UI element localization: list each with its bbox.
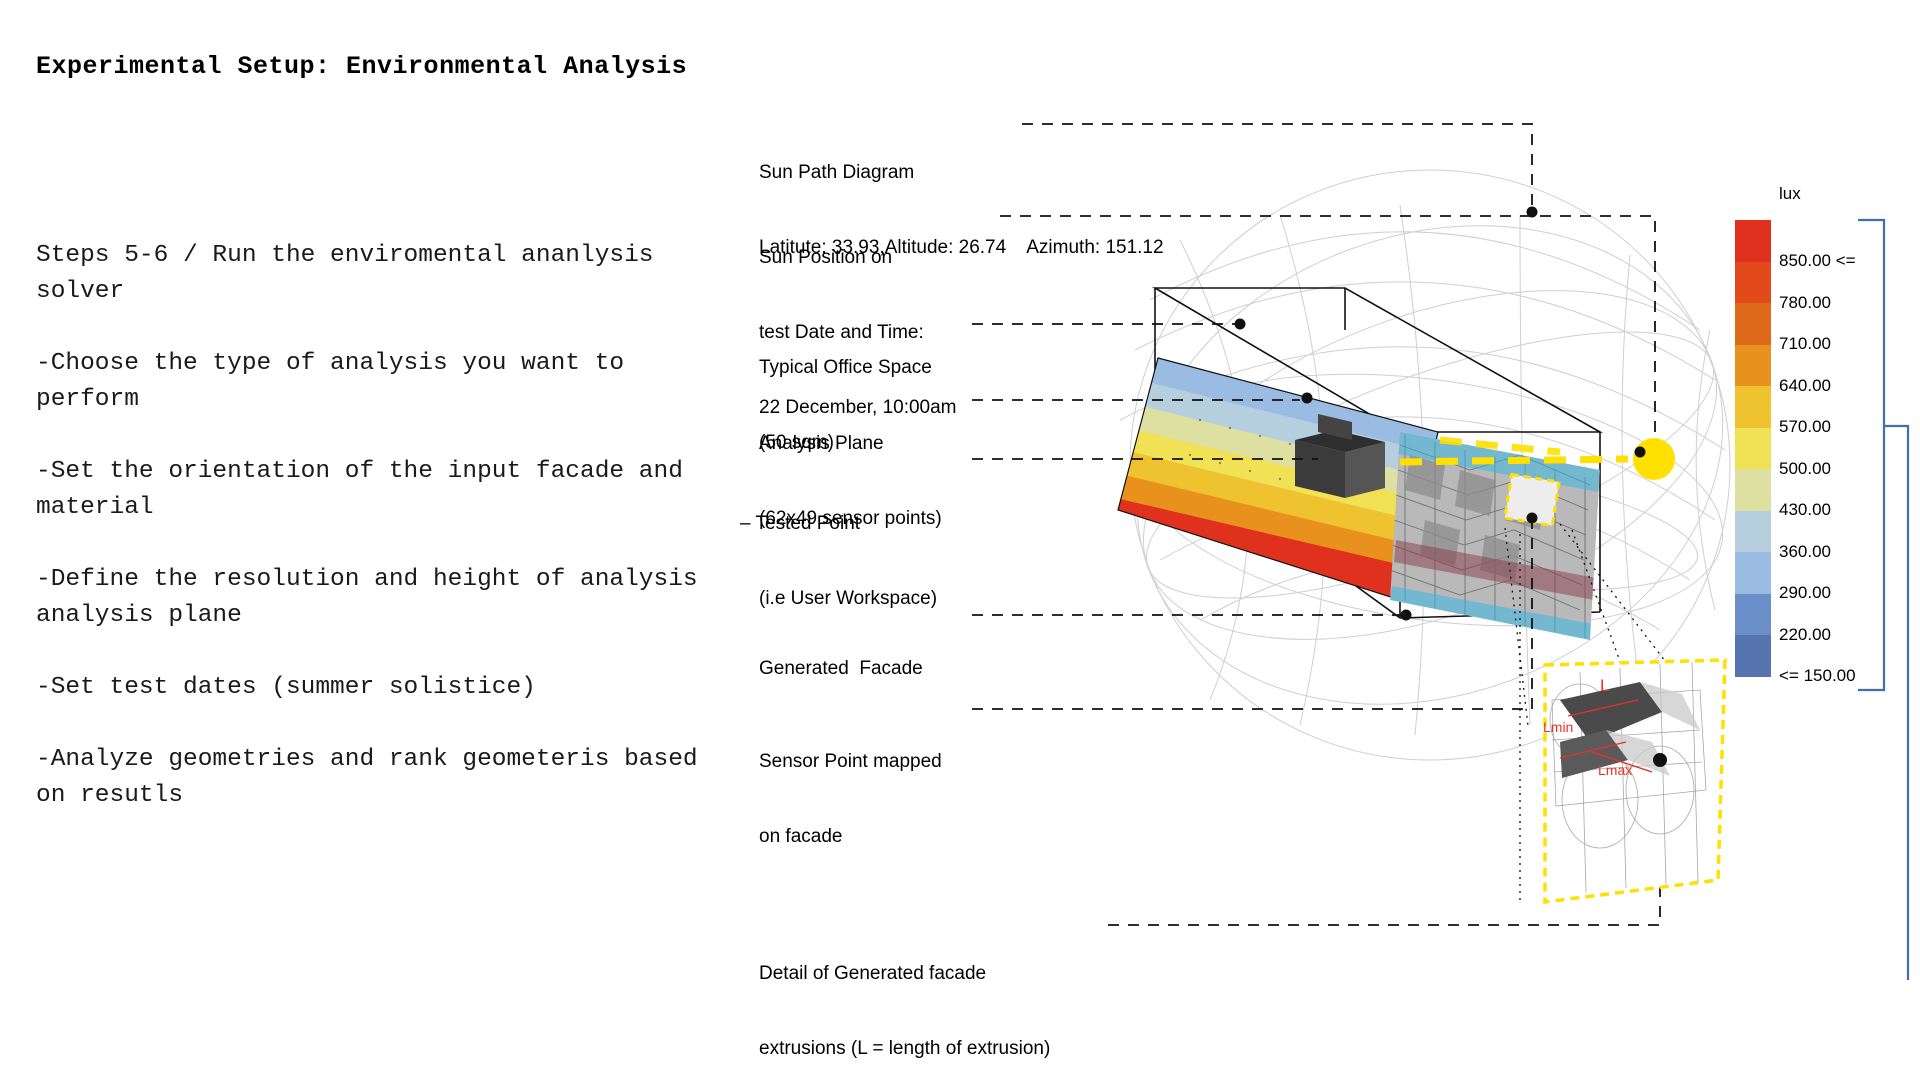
legend-swatch [1735, 469, 1771, 511]
analysis-plane-heatmap [1118, 358, 1438, 600]
analysis-plane-outline [1117, 357, 1439, 601]
legend-label: 220.00 [1779, 624, 1831, 644]
legend-swatch [1735, 552, 1771, 594]
detail-callout-box [1543, 658, 1727, 904]
legend-label: 570.00 [1779, 417, 1831, 436]
legend-label: 710.00 [1779, 334, 1831, 353]
callout-detail-facade: Detail of Generated facade extrusions (L… [759, 911, 1050, 1080]
callout-sun-path-diagram: Sun Path Diagram Latitute: 33.93,Altitud… [759, 110, 1164, 310]
callout-line: Sun Path Diagram [759, 162, 915, 183]
legend-label: 640.00 [1779, 375, 1831, 395]
detail-label-lmax: Lmax [1598, 762, 1633, 778]
callout-line: Analysis Plane [759, 433, 884, 454]
callout-line: – Tested Point [740, 513, 861, 534]
tested-point-desk [1295, 414, 1385, 498]
legend-swatch [1735, 303, 1771, 345]
office-box-wireframe [1152, 287, 1604, 619]
legend-label: 290.00 [1779, 583, 1831, 602]
callout-line: Sun Position on [759, 247, 893, 268]
legend-swatch [1735, 510, 1771, 552]
callout-line: Sensor Point mapped [759, 751, 942, 772]
legend-label: 430.00 [1779, 500, 1831, 519]
step-item-5: -Analyze geometries and rank geometeris … [36, 746, 698, 809]
callout-line: test Date and Time: [759, 322, 924, 343]
step-item-1: -Choose the type of analysis you want to… [36, 350, 625, 413]
step-item-3: -Define the resolution and height of ana… [36, 566, 698, 629]
callout-line: (50 sqm) [759, 432, 834, 453]
detail-label-L: L [1600, 676, 1610, 695]
callout-office-space: Typical Office Space (50 sqm) [759, 305, 932, 505]
legend-swatch [1735, 635, 1771, 677]
callout-sun-position: Sun Position on test Date and Time: 22 D… [759, 195, 957, 470]
legend-labels: 850.00 <= 780.00 710.00 640.00 570.00 500.00 4… [1779, 220, 1856, 685]
step-item-4: -Set test dates (summer solistice) [36, 674, 536, 701]
page-title: Experimental Setup: Environmental Analys… [36, 52, 688, 81]
legend-swatch [1735, 386, 1771, 428]
sun-path-dome [1119, 169, 1731, 761]
legend-colorbar [1735, 220, 1771, 677]
callout-line: 22 December, 10:00am [759, 397, 957, 418]
callout-line: (i.e User Workspace) [759, 588, 938, 609]
legend-label: 360.00 [1779, 541, 1831, 561]
sun-ray [1399, 455, 1629, 466]
legend-swatch [1735, 593, 1771, 635]
steps-text-block: Steps 5-6 / Run the enviromental ananlys… [36, 238, 726, 850]
legend-label: 850.00 <= [1779, 251, 1856, 270]
legend-label: 780.00 [1779, 292, 1831, 312]
step-item-2: -Set the orientation of the input facade… [36, 458, 683, 521]
legend-swatch [1735, 220, 1771, 262]
callout-analysis-plane: Analysis Plane (62x49 sensor points) [759, 381, 942, 581]
callout-line: (62x49 sensor points) [759, 508, 942, 529]
generated-facade [1390, 432, 1600, 640]
callout-line: Generated Facade [759, 658, 923, 679]
legend-swatch [1735, 344, 1771, 386]
callout-generated-facade: Generated Facade [759, 606, 923, 731]
sun-ray-secondary [1439, 436, 1561, 456]
legend-swatch [1735, 427, 1771, 469]
callout-sensor-point: Sensor Point mapped on facade [759, 699, 942, 899]
detail-zoom-cone [1504, 523, 1719, 900]
legend-label: <= 150.00 [1779, 666, 1856, 685]
detail-label-lmin: Lmin [1543, 719, 1574, 735]
legend-label: 500.00 [1779, 458, 1831, 478]
steps-heading: Steps 5-6 / Run the enviromental ananlys… [36, 242, 654, 305]
legend-unit-label: lux [1779, 184, 1801, 203]
callout-line: Detail of Generated facade [759, 963, 987, 984]
callout-line: on facade [759, 826, 843, 847]
sensor-patch-highlight [1503, 472, 1561, 528]
callout-line: Typical Office Space [759, 357, 932, 378]
sun-icon [1633, 438, 1675, 480]
callout-line: Latitute: 33.93,Altitude: 26.74 Azimuth:… [759, 237, 1164, 258]
callout-tested-point: – Tested Point (i.e User Workspace) [740, 461, 937, 661]
legend-swatch [1735, 261, 1771, 303]
callout-line: extrusions (L = length of extrusion) [759, 1038, 1051, 1059]
